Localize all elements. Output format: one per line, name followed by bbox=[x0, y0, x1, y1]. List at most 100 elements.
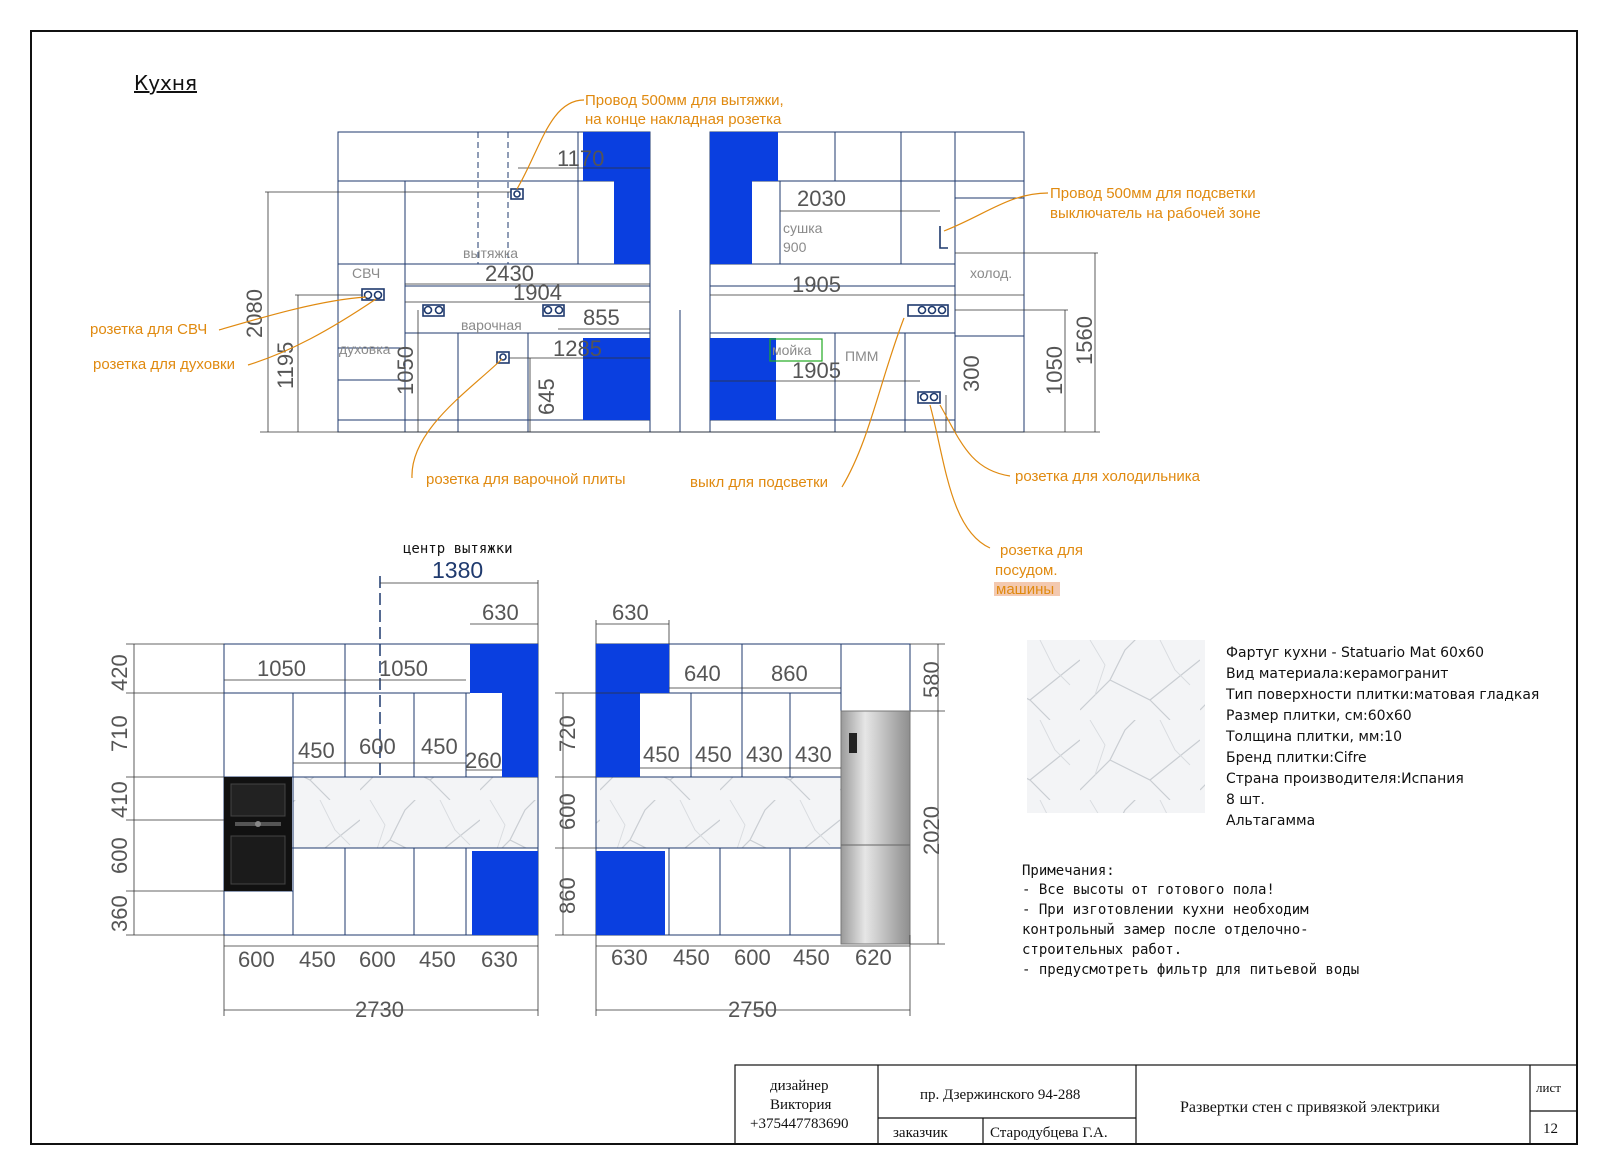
socket-icon bbox=[363, 290, 373, 300]
dim-300: 300 bbox=[959, 355, 984, 392]
tile-info-line: Толщина плитки, мм:10 bbox=[1225, 729, 1402, 745]
tile-info-line: Фартуг кухни - Statuario Mat 60х60 bbox=[1226, 645, 1484, 661]
fr-dim-450-a: 450 bbox=[643, 742, 680, 767]
remarks-line: строительных работ. bbox=[1022, 942, 1182, 958]
tile-info-line: Бренд плитки:Cifre bbox=[1226, 750, 1367, 766]
fl-h-360: 360 bbox=[107, 895, 132, 932]
stamp-sheet-number: 12 bbox=[1543, 1121, 1558, 1137]
tile-info-line: Вид материала:керамогранит bbox=[1226, 666, 1448, 682]
dim-1050-left: 1050 bbox=[393, 346, 418, 395]
fl-dim-600: 600 bbox=[359, 734, 396, 759]
socket-icon bbox=[929, 392, 939, 402]
note-light-switch: выкл для подсветки bbox=[690, 474, 828, 491]
fl-w-630: 630 bbox=[481, 947, 518, 972]
fl-h-410: 410 bbox=[107, 781, 132, 818]
tile-info-line: 8 шт. bbox=[1226, 792, 1265, 808]
fr-h-720: 720 bbox=[555, 715, 580, 752]
note-hood-wire-2: на конце накладная розетка bbox=[585, 111, 782, 128]
note-oven-socket: розетка для духовки bbox=[93, 356, 235, 373]
socket-icon bbox=[917, 305, 927, 315]
dim-1560: 1560 bbox=[1072, 316, 1097, 365]
label-hob: варочная bbox=[461, 317, 522, 333]
fr-h-600: 600 bbox=[555, 793, 580, 830]
fr-dim-450-b: 450 bbox=[695, 742, 732, 767]
remarks-line: - При изготовлении кухни необходим bbox=[1022, 902, 1309, 918]
stamp-designer-label: дизайнер bbox=[770, 1078, 828, 1094]
dim-2030: 2030 bbox=[797, 186, 846, 211]
tile-info-line: Страна производителя:Испания bbox=[1226, 771, 1464, 787]
front-left-dim-lines bbox=[126, 580, 539, 1016]
fr-w-450-b: 450 bbox=[793, 945, 830, 970]
fr-dim-860: 860 bbox=[771, 661, 808, 686]
dim-2080: 2080 bbox=[242, 289, 267, 338]
fl-h-420: 420 bbox=[107, 654, 132, 691]
dim-2430: 2430 bbox=[485, 261, 534, 286]
fl-dim-630-top: 630 bbox=[482, 600, 519, 625]
dim-1050-right: 1050 bbox=[1042, 346, 1067, 395]
stamp-client-label: заказчик bbox=[893, 1125, 948, 1141]
fl-dim-1050-b: 1050 bbox=[379, 656, 428, 681]
fl-w-600-b: 600 bbox=[359, 947, 396, 972]
tile-info-line: Альтагамма bbox=[1226, 813, 1315, 829]
socket-icon bbox=[543, 305, 553, 315]
note-hood-wire-1: Провод 500мм для вытяжки, bbox=[585, 92, 784, 109]
stamp-client-name: Стародубцева Г.А. bbox=[990, 1125, 1108, 1141]
fr-total: 2750 bbox=[728, 997, 777, 1022]
socket-icon bbox=[937, 305, 947, 315]
socket-icon bbox=[434, 305, 444, 315]
tile-sample-image bbox=[1027, 640, 1205, 813]
tile-info-line: Размер плитки, см:60x60 bbox=[1226, 708, 1412, 724]
note-light-wire-1: Провод 500мм для подсветки bbox=[1050, 185, 1256, 202]
label-dryer-size: 900 bbox=[783, 239, 807, 255]
note-fridge-socket: розетка для холодильника bbox=[1015, 468, 1201, 485]
dim-1170: 1170 bbox=[557, 146, 604, 171]
label-microwave: СВЧ bbox=[352, 265, 380, 281]
fl-dim-450-b: 450 bbox=[421, 734, 458, 759]
socket-icon bbox=[513, 190, 521, 198]
fr-dim-430-a: 430 bbox=[746, 742, 783, 767]
remarks-line: контрольный замер после отделочно- bbox=[1022, 922, 1309, 938]
stamp-address: пр. Дзержинского 94-288 bbox=[920, 1087, 1080, 1103]
stamp-sheet-label: лист bbox=[1536, 1080, 1561, 1095]
dim-1195: 1195 bbox=[273, 342, 298, 389]
fl-dim-1050-a: 1050 bbox=[257, 656, 306, 681]
dim-855: 855 bbox=[583, 305, 620, 330]
note-light-wire-2: выключатель на рабочей зоне bbox=[1050, 205, 1261, 222]
fr-dim-630-top: 630 bbox=[612, 600, 649, 625]
highlight-mark bbox=[994, 582, 1060, 596]
fl-dim-450-a: 450 bbox=[298, 738, 335, 763]
fl-w-450-b: 450 bbox=[419, 947, 456, 972]
elevation-dim-lines bbox=[260, 167, 1100, 433]
tile-info-line: Тип поверхности плитки:матовая гладкая bbox=[1225, 687, 1539, 703]
label-dryer: сушка bbox=[783, 220, 823, 236]
hood-center-label: центр вытяжки bbox=[403, 541, 513, 557]
note-dw-socket-2: посудом. bbox=[995, 562, 1058, 579]
label-sink: мойка bbox=[772, 342, 812, 358]
socket-icon bbox=[927, 305, 937, 315]
label-oven: духовка bbox=[339, 341, 391, 357]
sink-mark bbox=[769, 338, 823, 362]
fr-w-620: 620 bbox=[855, 945, 892, 970]
note-hob-socket: розетка для варочной плиты bbox=[426, 471, 626, 488]
fr-dim-640: 640 bbox=[684, 661, 721, 686]
fl-w-450-a: 450 bbox=[299, 947, 336, 972]
dim-1904: 1904 bbox=[513, 280, 562, 305]
remarks: Примечания: - Все высоты от готового пол… bbox=[1022, 863, 1359, 978]
front-view-right bbox=[595, 643, 911, 945]
dim-1905-bottom: 1905 bbox=[792, 358, 841, 383]
fr-dim-430-b: 430 bbox=[795, 742, 832, 767]
remarks-heading: Примечания: bbox=[1022, 863, 1115, 879]
note-dw-socket-3: машины bbox=[996, 581, 1054, 598]
label-hood: вытяжка bbox=[463, 245, 518, 261]
socket-icon bbox=[373, 290, 383, 300]
stamp-phone: +375447783690 bbox=[750, 1116, 848, 1132]
label-fridge: холод. bbox=[970, 265, 1012, 281]
fl-w-600-a: 600 bbox=[238, 947, 275, 972]
tile-info: Фартуг кухни - Statuario Mat 60х60 Вид м… bbox=[1225, 645, 1539, 829]
remarks-line: - предусмотреть фильтр для питьевой воды bbox=[1022, 962, 1359, 978]
dim-1905-top: 1905 bbox=[792, 272, 841, 297]
elevation-sockets bbox=[361, 188, 949, 404]
wall-elevation bbox=[337, 131, 1025, 433]
fr-w-450-a: 450 bbox=[673, 945, 710, 970]
